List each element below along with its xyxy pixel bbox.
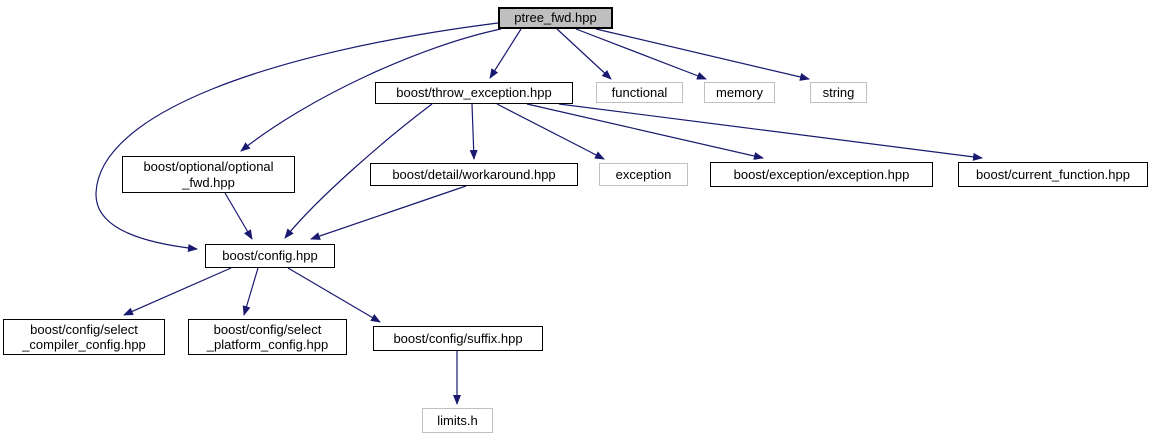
edge-optional-fwd-to-config (224, 192, 253, 240)
node-boost-config-hpp[interactable]: boost/config.hpp (205, 244, 335, 268)
node-boost-config-suffix-hpp[interactable]: boost/config/suffix.hpp (373, 326, 543, 351)
node-boost-detail-workaround-hpp[interactable]: boost/detail/workaround.hpp (370, 163, 578, 186)
edge-ptree-fwd-to-functional (556, 28, 612, 80)
node-ptree-fwd-hpp: ptree_fwd.hpp (498, 7, 613, 29)
node-boost-throw-exception-hpp[interactable]: boost/throw_exception.hpp (375, 82, 573, 104)
edge-ptree-fwd-to-string (595, 28, 810, 81)
node-limits-h: limits.h (422, 408, 493, 433)
node-exception: exception (599, 163, 688, 186)
node-boost-current-function-hpp[interactable]: boost/current_function.hpp (958, 162, 1148, 187)
node-boost-optional-optional-fwd-hpp[interactable]: boost/optional/optional _fwd.hpp (122, 156, 295, 193)
node-boost-exception-exception-hpp[interactable]: boost/exception/exception.hpp (710, 162, 933, 187)
edge-throw-exception-to-config (284, 103, 433, 239)
edge-config-to-select-compiler (123, 267, 232, 316)
node-functional: functional (596, 82, 683, 103)
edge-workaround-to-config (310, 185, 467, 240)
node-string: string (810, 82, 867, 103)
edge-ptree-fwd-to-optional-fwd (240, 28, 502, 152)
edge-config-to-select-platform (242, 267, 259, 316)
node-boost-config-select-compiler-config-hpp[interactable]: boost/config/select _compiler_config.hpp (3, 319, 165, 355)
node-boost-config-select-platform-config-hpp[interactable]: boost/config/select _platform_config.hpp (188, 319, 347, 355)
edge-ptree-fwd-to-throw-exception (489, 28, 522, 79)
edge-throw-exception-to-exception-hpp (526, 103, 764, 160)
node-memory: memory (704, 82, 775, 103)
edge-ptree-fwd-to-config (95, 22, 499, 252)
edge-throw-exception-to-current-function (558, 103, 983, 161)
edge-throw-exception-to-workaround (469, 103, 478, 160)
edge-ptree-fwd-to-memory (575, 28, 707, 80)
edge-config-to-suffix (287, 267, 381, 323)
edge-throw-exception-to-exception (496, 103, 605, 160)
